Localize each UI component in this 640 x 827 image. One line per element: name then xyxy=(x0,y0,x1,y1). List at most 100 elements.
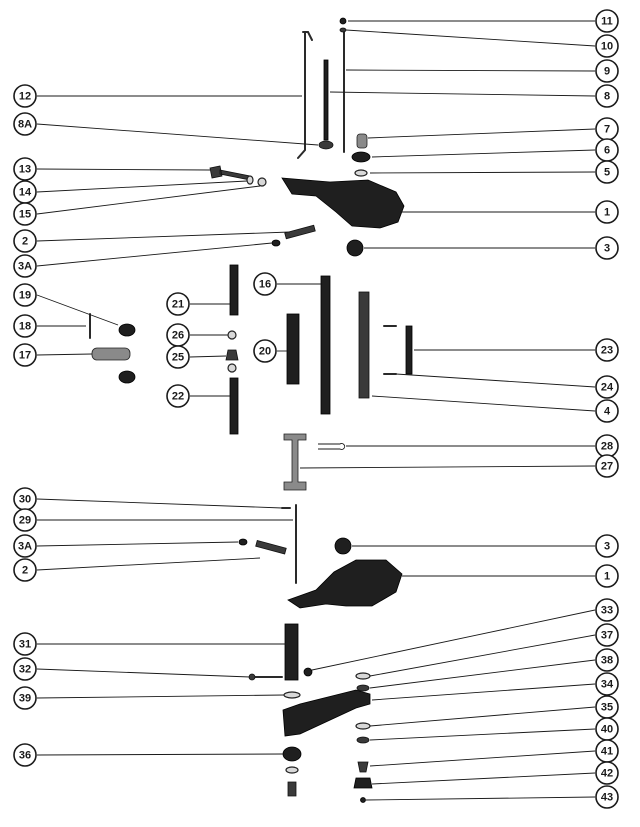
washer-26 xyxy=(227,330,237,340)
callout-number: 1 xyxy=(604,571,610,583)
callout-9: 9 xyxy=(345,59,619,83)
callout-25: 25 xyxy=(166,345,227,369)
leader-line xyxy=(329,91,596,97)
shaft-16 xyxy=(320,275,331,415)
callout-39: 39 xyxy=(13,686,285,710)
callout-number: 1 xyxy=(604,207,610,219)
callout-number: 4 xyxy=(604,406,611,418)
leader-line xyxy=(369,171,596,174)
leader-line xyxy=(189,355,227,358)
callout-number: 7 xyxy=(604,124,610,136)
washer-39 xyxy=(283,691,301,699)
bracket-1-lower xyxy=(287,559,403,609)
callout-number: 13 xyxy=(19,164,31,176)
leader-line xyxy=(367,128,596,139)
leader-line xyxy=(36,294,119,326)
washer-14 xyxy=(246,175,254,185)
callout-19: 19 xyxy=(13,283,119,326)
washer-15 xyxy=(257,177,267,187)
sleeve-4 xyxy=(358,291,370,399)
callout-number: 41 xyxy=(601,746,613,758)
knob-3-upper xyxy=(346,239,364,257)
sleeve-20 xyxy=(286,313,300,385)
callout-29: 29 xyxy=(13,508,293,532)
leader-line xyxy=(371,149,596,158)
tube-31 xyxy=(284,623,299,681)
callout-41: 41 xyxy=(369,739,619,767)
callout-circle xyxy=(595,761,619,785)
callout-12: 12 xyxy=(13,84,302,108)
callout-35: 35 xyxy=(369,695,619,727)
leader-line xyxy=(369,659,596,689)
callout-1: 1 xyxy=(400,200,619,224)
callout-number: 10 xyxy=(601,41,613,53)
callout-number: 31 xyxy=(19,639,31,651)
washer-10 xyxy=(339,27,347,33)
callout-number: 35 xyxy=(601,702,613,714)
leader-line xyxy=(311,609,596,671)
callout-circle xyxy=(595,236,619,260)
callout-2: 2 xyxy=(13,229,291,253)
callout-circle xyxy=(595,399,619,423)
callout-34: 34 xyxy=(371,672,619,701)
nut-11 xyxy=(339,17,347,25)
callout-circle xyxy=(13,632,37,656)
callout-number: 25 xyxy=(172,352,184,364)
callout-40: 40 xyxy=(369,717,619,741)
sleeve-7 xyxy=(356,133,368,149)
callout-circle xyxy=(595,375,619,399)
callout-number: 36 xyxy=(19,750,31,762)
callout-circle xyxy=(13,314,37,338)
callout-38: 38 xyxy=(369,648,619,689)
callout-number: 3A xyxy=(18,261,32,273)
callout-3: 3 xyxy=(364,236,619,260)
callout-circle xyxy=(595,623,619,647)
leader-line xyxy=(371,772,596,785)
leader-line xyxy=(395,373,596,388)
callout-13: 13 xyxy=(13,157,211,181)
callout-4: 4 xyxy=(371,395,619,423)
callout-number: 16 xyxy=(259,279,271,291)
callout-24: 24 xyxy=(395,373,619,399)
callout-number: 15 xyxy=(19,209,31,221)
callout-1: 1 xyxy=(402,564,619,588)
callout-number: 43 xyxy=(601,792,613,804)
callout-18: 18 xyxy=(13,314,86,338)
callout-number: 18 xyxy=(19,321,31,333)
callout-number: 37 xyxy=(601,630,613,642)
spool-27 xyxy=(283,433,307,491)
callout-number: 6 xyxy=(604,145,610,157)
callout-42: 42 xyxy=(371,761,619,785)
washer-8A xyxy=(318,140,334,150)
ball-43 xyxy=(360,797,366,803)
middle-parts xyxy=(89,264,413,584)
leader-line xyxy=(299,465,596,469)
callout-number: 39 xyxy=(19,693,31,705)
callout-circle xyxy=(595,160,619,184)
callout-number: 21 xyxy=(172,299,184,311)
callout-17: 17 xyxy=(13,343,93,367)
callout-circle xyxy=(13,283,37,307)
callout-circle xyxy=(13,343,37,367)
callout-number: 27 xyxy=(601,461,613,473)
callout-circle xyxy=(595,200,619,224)
callout-14: 14 xyxy=(13,180,248,204)
callout-number: 26 xyxy=(172,330,184,342)
callout-number: 5 xyxy=(604,167,610,179)
knob-3-lower xyxy=(334,537,352,555)
callout-2: 2 xyxy=(13,557,261,582)
callout-circle xyxy=(13,157,37,181)
stud-2-upper xyxy=(284,224,316,240)
callout-number: 8 xyxy=(604,91,610,103)
leader-line xyxy=(36,168,211,171)
callout-15: 15 xyxy=(13,185,261,226)
rod-8 xyxy=(323,59,329,141)
callout-43: 43 xyxy=(365,785,619,809)
callout-circle xyxy=(253,339,277,363)
callout-11: 11 xyxy=(348,9,619,33)
leader-line xyxy=(36,123,319,146)
leader-line xyxy=(36,498,283,509)
callout-26: 26 xyxy=(166,323,228,347)
callout-circle xyxy=(13,657,37,681)
